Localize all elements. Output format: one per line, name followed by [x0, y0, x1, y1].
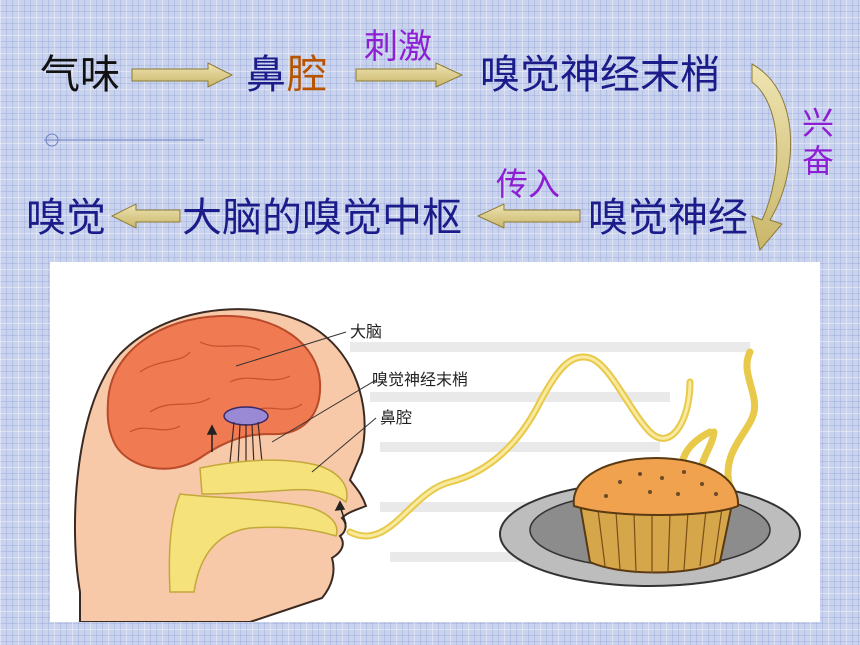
label-leader-lines	[235, 331, 377, 473]
flow-olfaction: 嗅觉	[26, 195, 106, 241]
illustration-drawing	[74, 308, 801, 623]
flow-arrows	[110, 62, 792, 252]
nasal-cavity	[199, 459, 348, 504]
arrow-smell-to-nose	[131, 62, 234, 88]
flow-excite-1: 兴	[801, 104, 834, 142]
arrow-center-to-olfaction	[110, 203, 181, 229]
label-nasal-cavity: 鼻腔	[380, 408, 413, 427]
brain	[106, 314, 322, 470]
flow-nerve-endings: 嗅觉神经末梢	[480, 52, 720, 98]
olfaction-illustration: 大脑 嗅觉神经末梢 鼻腔	[50, 262, 820, 623]
arrow-nerve-to-center	[476, 203, 581, 229]
flow-excite: 兴 奋	[800, 104, 836, 181]
arrow-cavity-to-endings	[355, 62, 464, 88]
decorative-crosshair	[44, 132, 204, 147]
flow-excite-2: 奋	[801, 142, 834, 181]
flow-nose: 鼻	[246, 52, 286, 98]
flow-brain-center: 大脑的嗅觉中枢	[182, 195, 462, 241]
arrow-curve-excite	[751, 63, 792, 252]
olfactory-bulb	[223, 406, 269, 426]
label-nerve-endings: 嗅觉神经末梢	[372, 370, 469, 389]
label-brain: 大脑	[350, 322, 383, 341]
head	[74, 308, 368, 623]
flow-cavity: 腔	[287, 52, 327, 98]
flow-transmit: 传入	[496, 165, 561, 203]
flow-smell: 气味	[40, 52, 120, 98]
flow-olfactory-nerve: 嗅觉神经	[588, 195, 748, 241]
flow-stimulate: 刺激	[364, 27, 432, 67]
cake-on-plate	[499, 456, 801, 587]
